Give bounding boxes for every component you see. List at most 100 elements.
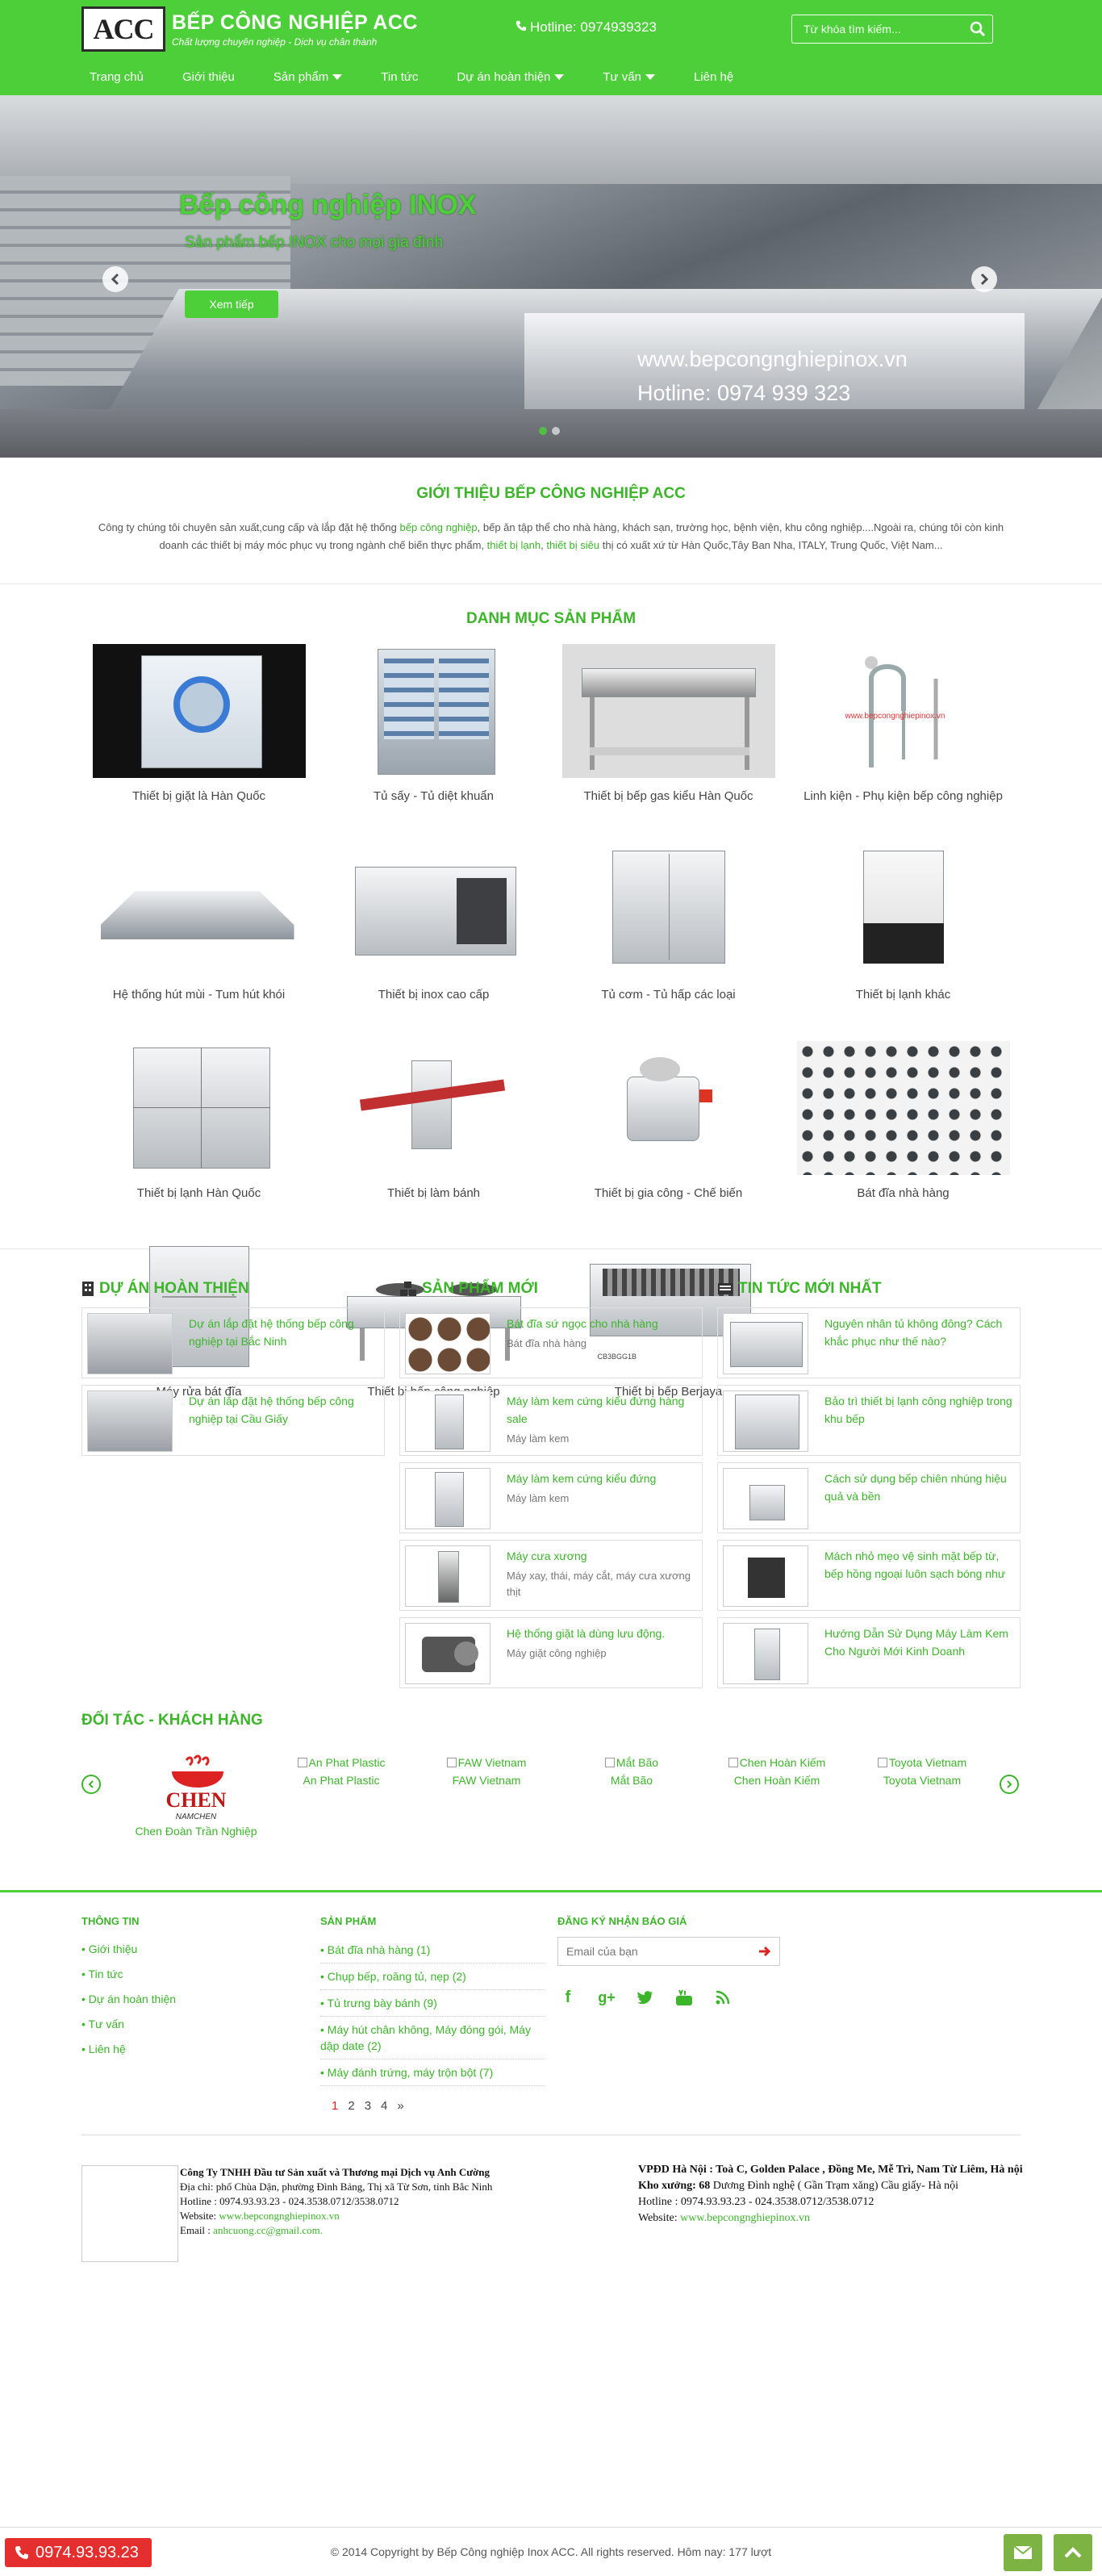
footer-product-link[interactable]: • Chụp bếp, roăng tủ, nẹp (2) <box>320 1963 545 1990</box>
search-button[interactable] <box>963 15 992 43</box>
footer-product-link[interactable]: • Bát đĩa nhà hàng (1) <box>320 1937 545 1963</box>
broken-image-icon <box>604 1758 615 1767</box>
slider-dot-1[interactable] <box>539 427 547 435</box>
product-item[interactable]: Hệ thống giặt là dùng lưu động.Máy giặt … <box>399 1617 703 1688</box>
slide-more-button[interactable]: Xem tiếp <box>185 291 278 318</box>
news-column: TIN TỨC MỚI NHẤT Nguyên nhân tủ không đô… <box>717 1280 1021 1689</box>
google-plus-icon[interactable]: g+ <box>598 1988 616 2005</box>
link-thiet-bi-sieu-thi[interactable]: thiết bị siêu <box>546 539 600 551</box>
pager-next[interactable]: » <box>397 2099 404 2113</box>
twitter-icon[interactable] <box>635 1987 656 2008</box>
slider-next-button[interactable] <box>971 266 997 292</box>
nav-home[interactable]: Trang chủ <box>90 70 144 84</box>
partner-logo-word: CHEN <box>165 1788 227 1812</box>
category-item[interactable]: Thiết bị bếp gas kiểu Hàn Quốc <box>551 644 786 843</box>
office-website-link[interactable]: www.bepcongnghiepinox.vn <box>680 2212 810 2224</box>
category-item[interactable]: Hệ thống hút mùi - Tum hút khói <box>81 843 316 1041</box>
category-item[interactable]: Tủ sấy - Tủ diệt khuẩn <box>316 644 551 843</box>
nav-label: Liên hệ <box>693 69 734 84</box>
news-item[interactable]: Bảo trì thiết bị lạnh công nghiệp trong … <box>717 1385 1021 1456</box>
pager-page[interactable]: 3 <box>364 2099 372 2113</box>
product-thumb <box>405 1545 490 1607</box>
project-item[interactable]: Dự án lắp đặt hệ thống bếp công nghiệp t… <box>81 1307 385 1378</box>
category-item[interactable]: Thiết bị làm bánh <box>316 1041 551 1240</box>
footer-link[interactable]: • Liên hệ <box>81 2043 126 2055</box>
category-item[interactable]: Thiết bị lạnh khác <box>786 843 1021 1041</box>
partner-alt: Mắt Bão <box>616 1756 659 1769</box>
news-thumb <box>723 1313 808 1374</box>
nav-products[interactable]: Sản phẩm <box>273 70 343 84</box>
nav-projects[interactable]: Dự án hoàn thiện <box>457 70 565 84</box>
news-item[interactable]: Cách sử dụng bếp chiên nhúng hiệu quả và… <box>717 1462 1021 1533</box>
building-icon <box>82 1282 94 1296</box>
category-item[interactable]: Thiết bị giặt là Hàn Quốc <box>81 644 316 843</box>
news-item[interactable]: Nguyên nhân tủ không đông? Cách khắc phụ… <box>717 1307 1021 1378</box>
footer-info-title: THÔNG TIN <box>81 1915 140 1927</box>
facebook-icon[interactable]: f <box>565 1988 571 2006</box>
footer-link-label: Tin tức <box>88 1968 123 1980</box>
pager-page[interactable]: 4 <box>381 2099 388 2113</box>
rss-icon[interactable] <box>712 1987 733 2008</box>
footer-link[interactable]: • Giới thiệu <box>81 1942 138 1955</box>
nav-news[interactable]: Tin tức <box>381 70 418 84</box>
subscribe-email-input[interactable] <box>558 1945 750 1958</box>
pager-page[interactable]: 2 <box>348 2099 355 2113</box>
site-logo[interactable]: ACC BẾP CÔNG NGHIỆP ACC Chất lượng chuyê… <box>81 6 418 52</box>
company-website-link[interactable]: www.bepcongnghiepinox.vn <box>219 2210 340 2222</box>
back-to-top-button[interactable] <box>1054 2534 1092 2571</box>
partner-alt: Chen Hoàn Kiếm <box>739 1756 826 1769</box>
category-item[interactable]: Bát đĩa nhà hàng <box>786 1041 1021 1240</box>
category-label: Máy rửa bát đĩa <box>156 1385 242 1399</box>
category-item[interactable]: Thiết bị lạnh Hàn Quốc <box>81 1041 316 1240</box>
category-item[interactable]: Thiết bị inox cao cấp <box>316 843 551 1041</box>
contact-mail-button[interactable] <box>1004 2534 1042 2571</box>
slider-dot-2[interactable] <box>552 427 560 435</box>
news-item[interactable]: Mách nhỏ mẹo vệ sinh mặt bếp từ, bếp hồn… <box>717 1540 1021 1611</box>
company-email-link[interactable]: anhcuong.cc@gmail.com. <box>213 2224 323 2236</box>
footer-product-link[interactable]: • Tủ trưng bày bánh (9) <box>320 1990 545 2017</box>
footer-link[interactable]: • Tin tức <box>81 1968 123 1980</box>
link-thiet-bi-lanh[interactable]: thiết bị lạnh <box>486 539 541 551</box>
main-nav: Trang chủ Giới thiệu Sản phẩm Tin tức Dự… <box>81 58 1021 95</box>
footer-link[interactable]: • Dự án hoàn thiện <box>81 1993 177 2005</box>
pager-page[interactable]: 1 <box>332 2099 339 2113</box>
footer-product-link[interactable]: • Máy hút chân không, Máy đóng gói, Máy … <box>320 2017 545 2060</box>
project-item[interactable]: Dự án lắp đặt hệ thống bếp công nghiệp t… <box>81 1385 385 1456</box>
category-item[interactable]: www.bepcongnghiepinox.vn Linh kiện - Phụ… <box>786 644 1021 843</box>
youtube-icon[interactable] <box>674 1987 695 2008</box>
category-item[interactable]: Tủ cơm - Tủ hấp các loại <box>551 843 786 1041</box>
partners-prev-button[interactable] <box>81 1775 101 1794</box>
partner-caption: Chen Hoàn Kiếm <box>733 1774 820 1787</box>
broken-image-icon <box>297 1758 307 1767</box>
category-image <box>797 843 1010 976</box>
link-bep-cong-nghiep[interactable]: bếp công nghiệp <box>399 521 478 533</box>
footer-link[interactable]: • Tư vấn <box>81 2018 124 2030</box>
partners-next-button[interactable] <box>1000 1775 1019 1794</box>
news-item[interactable]: Hướng Dẫn Sử Dụng Máy Làm Kem Cho Người … <box>717 1617 1021 1688</box>
partner-logo-chen[interactable]: CHEN NAMCHEN Chen Đoàn Trần Nghiệp <box>123 1754 269 1838</box>
category-watermark: www.bepcongnghiepinox.vn <box>845 712 945 721</box>
slide-subtitle: Sản phẩm bếp INOX cho mọi gia đình <box>185 234 444 251</box>
call-now-button[interactable]: 0974.93.93.23 <box>5 2538 152 2567</box>
nav-contact[interactable]: Liên hệ <box>694 70 733 84</box>
search-input[interactable] <box>792 23 963 36</box>
category-item[interactable]: Thiết bị gia công - Chế biến <box>551 1041 786 1240</box>
footer-product-link[interactable]: • Máy đánh trứng, máy trộn bột (7) <box>320 2060 545 2086</box>
nav-consult[interactable]: Tư vấn <box>603 70 655 84</box>
search-icon <box>970 21 986 37</box>
subscribe-submit-button[interactable] <box>750 1946 779 1957</box>
office-hanoi-label: VPĐD Hà Nội : <box>638 2164 713 2176</box>
partners-carousel: CHEN NAMCHEN Chen Đoàn Trần Nghiệp An Ph… <box>81 1754 1021 1838</box>
slider-prev-button[interactable] <box>102 266 128 292</box>
header-hotline[interactable]: Hotline: 0974939323 <box>516 19 657 36</box>
nav-about[interactable]: Giới thiệu <box>182 70 235 84</box>
